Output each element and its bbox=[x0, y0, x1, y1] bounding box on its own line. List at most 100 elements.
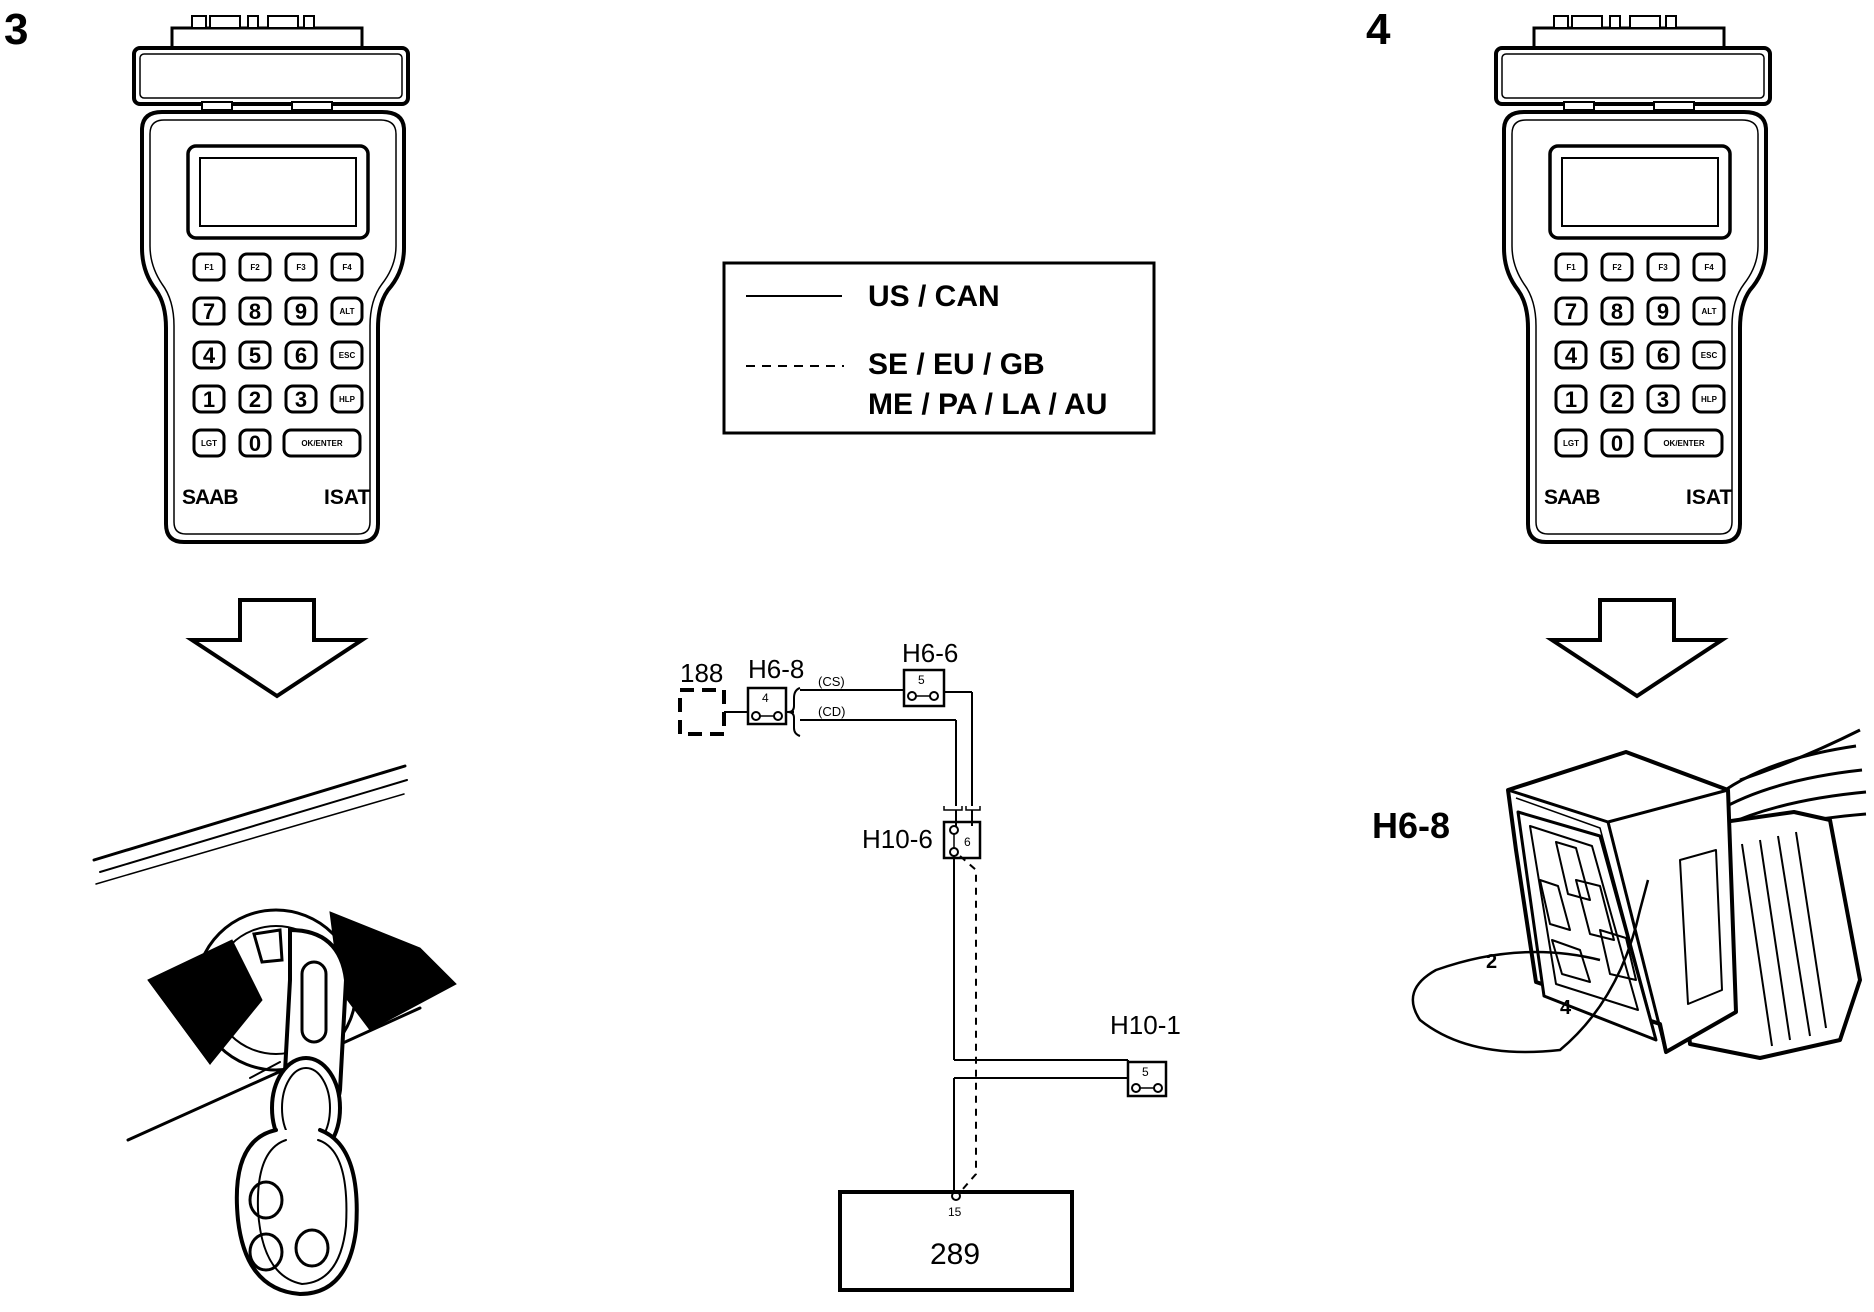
key-label: F2 bbox=[1612, 263, 1622, 272]
key-label: F3 bbox=[296, 263, 306, 272]
key-7-right: 7 bbox=[1554, 296, 1588, 326]
wire-cs-label: (CS) bbox=[818, 674, 845, 689]
key-esc-left: ESC bbox=[330, 340, 364, 370]
component-188-box bbox=[678, 688, 726, 736]
key-label: 2 bbox=[1611, 387, 1623, 412]
key-f3-left: F3 bbox=[284, 252, 318, 282]
key-3-left: 3 bbox=[284, 384, 318, 414]
step-number-4: 4 bbox=[1366, 5, 1391, 54]
key-label: OK/ENTER bbox=[1663, 439, 1705, 448]
h6-6-label: H6-6 bbox=[902, 638, 958, 668]
isat-label: ISAT bbox=[1686, 486, 1732, 509]
h6-8-pin: 4 bbox=[762, 691, 769, 705]
key-label: ALT bbox=[340, 307, 355, 316]
key-label: 9 bbox=[1657, 299, 1669, 324]
key-8-left: 8 bbox=[238, 296, 272, 326]
connector-pin-2-label: 2 bbox=[1486, 951, 1497, 973]
key-9-left: 9 bbox=[284, 296, 318, 326]
saab-logo: SAAB bbox=[1544, 486, 1600, 509]
key-label: ALT bbox=[1702, 307, 1717, 316]
key-label: 9 bbox=[295, 299, 307, 324]
key-f2-left: F2 bbox=[238, 252, 272, 282]
key-label: 7 bbox=[203, 299, 215, 324]
key-label: 7 bbox=[1565, 299, 1577, 324]
key-label: 1 bbox=[1565, 387, 1577, 412]
key-label: F1 bbox=[204, 263, 214, 272]
key-0-right: 0 bbox=[1600, 428, 1634, 458]
legend-solid-label: US / CAN bbox=[868, 280, 1000, 313]
key-2-right: 2 bbox=[1600, 384, 1634, 414]
key-4-right: 4 bbox=[1554, 340, 1588, 370]
key-label: 5 bbox=[1611, 343, 1623, 368]
key-f2-right: F2 bbox=[1600, 252, 1634, 282]
key-label: OK/ENTER bbox=[301, 439, 343, 448]
key-label: 8 bbox=[1611, 299, 1623, 324]
key-label: 2 bbox=[249, 387, 261, 412]
step-number-3: 3 bbox=[4, 5, 29, 54]
key-f1-left: F1 bbox=[192, 252, 226, 282]
key-label: 1 bbox=[203, 387, 215, 412]
key-label: 4 bbox=[203, 343, 216, 368]
key-7-left: 7 bbox=[192, 296, 226, 326]
h10-1-pin: 5 bbox=[1142, 1065, 1149, 1079]
key-1-left: 1 bbox=[192, 384, 226, 414]
h10-1-label: H10-1 bbox=[1110, 1010, 1181, 1040]
ecu-289-box bbox=[838, 1190, 1074, 1292]
isat-label: ISAT bbox=[324, 486, 370, 509]
h6-8-connector-illustration: H6-8 bbox=[1372, 728, 1867, 1060]
ecu-289-label: 289 bbox=[930, 1238, 980, 1271]
h6-8-connector-box bbox=[746, 686, 788, 726]
h10-6-pin: 6 bbox=[964, 835, 971, 849]
key-1-right: 1 bbox=[1554, 384, 1588, 414]
key-label: ESC bbox=[1701, 351, 1718, 360]
key-4-left: 4 bbox=[192, 340, 226, 370]
connector-label: H6-8 bbox=[1372, 805, 1450, 846]
key-f4-right: F4 bbox=[1692, 252, 1726, 282]
region-legend: US / CAN SE / EU / GB ME / PA / LA / AU bbox=[722, 261, 1156, 435]
key-ok-enter-left: OK/ENTER bbox=[282, 428, 362, 458]
key-lgt-left: LGT bbox=[192, 428, 226, 458]
connector-pin-4-label: 4 bbox=[1560, 997, 1572, 1019]
key-label: 8 bbox=[249, 299, 261, 324]
key-label: F3 bbox=[1658, 263, 1668, 272]
key-label: ESC bbox=[339, 351, 356, 360]
h6-6-connector-box bbox=[902, 668, 946, 708]
key-alt-right: ALT bbox=[1692, 296, 1726, 326]
h6-8-label: H6-8 bbox=[748, 654, 804, 684]
key-esc-right: ESC bbox=[1692, 340, 1726, 370]
down-arrow-right-icon bbox=[1550, 598, 1724, 698]
ecu-pin-label: 15 bbox=[948, 1205, 962, 1219]
wire-cd-label: (CD) bbox=[818, 704, 845, 719]
key-label: HLP bbox=[339, 395, 356, 404]
saab-logo: SAAB bbox=[182, 486, 238, 509]
key-6-left: 6 bbox=[284, 340, 318, 370]
key-label: 4 bbox=[1565, 343, 1578, 368]
key-3-right: 3 bbox=[1646, 384, 1680, 414]
key-label: F1 bbox=[1566, 263, 1576, 272]
key-label: 5 bbox=[249, 343, 261, 368]
ignition-key-illustration bbox=[92, 764, 457, 1297]
key-f1-right: F1 bbox=[1554, 252, 1588, 282]
key-lgt-right: LGT bbox=[1554, 428, 1588, 458]
key-label: F2 bbox=[250, 263, 260, 272]
key-2-left: 2 bbox=[238, 384, 272, 414]
key-label: LGT bbox=[201, 439, 217, 448]
key-9-right: 9 bbox=[1646, 296, 1680, 326]
key-5-left: 5 bbox=[238, 340, 272, 370]
key-hlp-left: HLP bbox=[330, 384, 364, 414]
key-label: F4 bbox=[342, 263, 352, 272]
key-label: HLP bbox=[1701, 395, 1718, 404]
key-ok-enter-right: OK/ENTER bbox=[1644, 428, 1724, 458]
component-188-label: 188 bbox=[680, 658, 723, 688]
down-arrow-left-icon bbox=[190, 598, 364, 698]
key-6-right: 6 bbox=[1646, 340, 1680, 370]
key-hlp-right: HLP bbox=[1692, 384, 1726, 414]
key-label: 0 bbox=[1611, 431, 1623, 456]
key-label: 3 bbox=[295, 387, 307, 412]
legend-dashed-label-1: SE / EU / GB bbox=[868, 348, 1045, 381]
key-f4-left: F4 bbox=[330, 252, 364, 282]
key-label: F4 bbox=[1704, 263, 1714, 272]
